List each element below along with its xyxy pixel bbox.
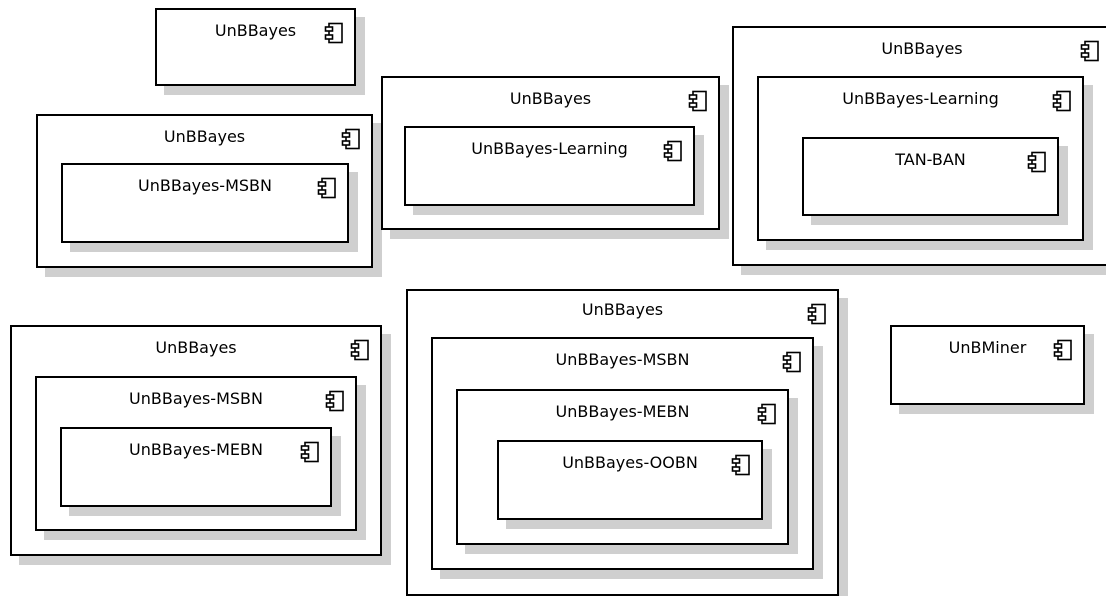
component-icon (341, 128, 360, 150)
component-label: UnBBayes (881, 39, 963, 58)
component-label: UnBBayes-OOBN (562, 453, 698, 472)
component-label: UnBBayes-MSBN (138, 176, 272, 195)
component-c6a[interactable]: UnBBayes-MSBN UnBBayes-MEBN UnBBayes-OOBN (431, 337, 814, 570)
component-c7[interactable]: UnBMiner (890, 325, 1085, 405)
component-c6c[interactable]: UnBBayes-OOBN (497, 440, 763, 520)
component-icon (663, 140, 682, 162)
component-icon (782, 351, 801, 373)
component-icon (1052, 90, 1071, 112)
component-label: UnBMiner (948, 338, 1027, 357)
component-label: UnBBayes-MSBN (129, 389, 263, 408)
component-c5a[interactable]: UnBBayes-MSBN UnBBayes-MEBN (35, 376, 357, 531)
component-icon (1053, 339, 1072, 361)
component-label: UnBBayes-Learning (471, 139, 628, 158)
component-label: UnBBayes-MSBN (555, 350, 690, 369)
component-icon (731, 454, 750, 476)
component-icon (317, 177, 336, 199)
component-label: TAN-BAN (895, 150, 966, 169)
component-icon (325, 390, 344, 412)
component-c1[interactable]: UnBBayes (155, 8, 356, 86)
component-icon (324, 22, 343, 44)
component-label: UnBBayes-MEBN (129, 440, 263, 459)
component-label: UnBBayes (214, 21, 297, 40)
component-label: UnBBayes-MEBN (555, 402, 690, 421)
component-icon (688, 90, 707, 112)
component-c6b[interactable]: UnBBayes-MEBN UnBBayes-OOBN (456, 389, 789, 545)
component-icon (757, 403, 776, 425)
component-label: UnBBayes (509, 89, 592, 108)
component-label: UnBBayes (581, 300, 664, 319)
component-c2a[interactable]: UnBBayes-MSBN (61, 163, 349, 243)
component-label: UnBBayes (163, 127, 246, 146)
component-icon (350, 339, 369, 361)
component-icon (1080, 40, 1099, 62)
component-icon (807, 303, 826, 325)
component-icon (1027, 151, 1046, 173)
component-c3a[interactable]: UnBBayes-Learning (404, 126, 695, 206)
component-c5b[interactable]: UnBBayes-MEBN (60, 427, 332, 507)
component-label: UnBBayes (155, 338, 237, 357)
component-label: UnBBayes-Learning (842, 89, 999, 108)
component-icon (300, 441, 319, 463)
component-c4b[interactable]: TAN-BAN (802, 137, 1059, 216)
